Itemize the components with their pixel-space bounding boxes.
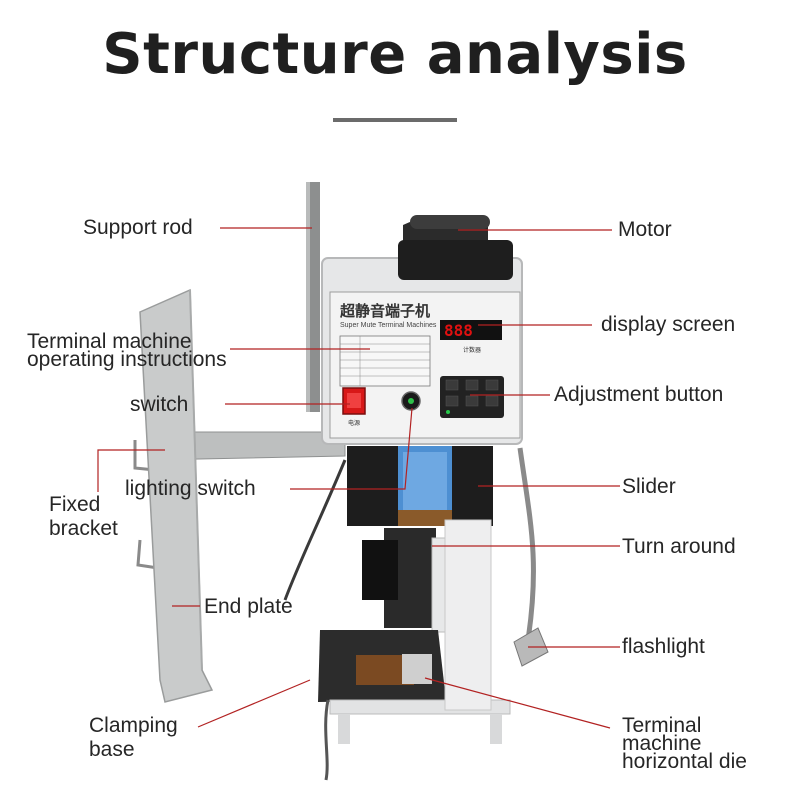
- label-operating-instructions: Terminal machine operating instructions: [27, 330, 227, 371]
- label-fixed-bracket: Fixed bracket: [49, 493, 118, 541]
- panel-title-cn: 超静音端子机: [339, 302, 430, 320]
- label-clamping-base-line2: base: [89, 738, 135, 761]
- panel-title-en: Super Mute Terminal Machines: [340, 322, 437, 329]
- label-display-screen: display screen: [601, 313, 736, 336]
- label-turn-around: Turn around: [622, 535, 736, 558]
- label-horizontal-die-line3: horizontal die: [622, 750, 747, 773]
- instructions-table: [339, 335, 431, 387]
- label-support-rod: Support rod: [83, 216, 193, 239]
- label-motor: Motor: [618, 218, 672, 241]
- label-clamping-base: Clamping base: [89, 714, 178, 762]
- label-fixed-bracket-line2: bracket: [49, 517, 118, 540]
- label-adjustment-button: Adjustment button: [554, 383, 724, 406]
- leader-fixed-bracket: [97, 449, 165, 492]
- label-horizontal-die: Terminal machine horizontal die: [622, 714, 747, 773]
- label-fixed-bracket-line1: Fixed: [49, 493, 101, 516]
- label-end-plate: End plate: [204, 595, 293, 618]
- title-underline: [333, 118, 457, 122]
- display-digits: 888: [444, 321, 473, 340]
- label-lighting-switch: lighting switch: [125, 477, 256, 500]
- label-operating-instructions-line2: operating instructions: [27, 348, 227, 371]
- power-caption: 电源: [348, 419, 360, 427]
- leader-clamping-base: [197, 679, 311, 728]
- label-switch: switch: [130, 393, 189, 416]
- leader-lighting-switch: [290, 407, 413, 490]
- label-clamping-base-line1: Clamping: [89, 714, 178, 737]
- label-operating-instructions-line1: Terminal machine: [27, 330, 192, 353]
- lamp-neck: [517, 447, 536, 641]
- label-flashlight: flashlight: [622, 635, 705, 658]
- label-horizontal-die-line1: Terminal: [622, 714, 702, 737]
- leader-horizontal-die: [424, 677, 611, 729]
- display-caption: 计数器: [463, 346, 481, 354]
- horizontal-die: [402, 654, 432, 684]
- label-slider: Slider: [622, 475, 676, 498]
- page-title: Structure analysis: [102, 22, 688, 87]
- label-horizontal-die-line2: machine: [622, 732, 702, 755]
